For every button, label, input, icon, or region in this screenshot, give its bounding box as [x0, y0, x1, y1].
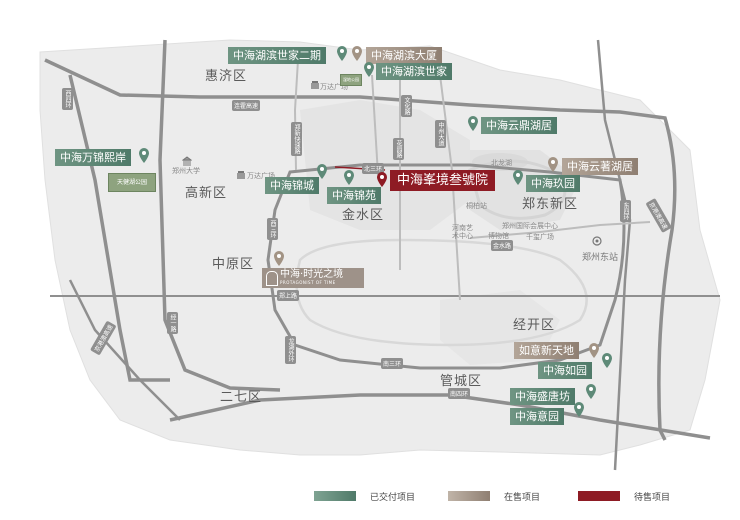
mall-icon — [237, 171, 245, 179]
district-zhengdong: 郑东新区 — [522, 197, 579, 212]
university-icon — [182, 156, 192, 166]
legend-swatch-delivered — [314, 491, 356, 501]
district-jinshui: 金水区 — [342, 208, 385, 223]
ring-road-outer-west — [68, 74, 170, 382]
place-zhengzhou-university: 郑州大学 — [172, 167, 200, 175]
jinshui-road — [469, 221, 651, 239]
train-station-icon — [592, 236, 602, 246]
park-tianjian: 天健湖公园 — [108, 173, 156, 192]
place-museum: 博物馆 — [488, 232, 509, 240]
place-beilong-lake: 北龙湖 — [491, 159, 512, 167]
project-jincheng[interactable]: 中海锦城 — [265, 177, 319, 194]
wenhua-road — [371, 74, 379, 176]
map-pin-icon[interactable] — [601, 353, 613, 368]
ring-road-3-west — [158, 39, 281, 392]
project-fengjing[interactable]: 中海峯境叁號院 — [390, 170, 496, 191]
place-qianxi: 千玺广场 — [526, 233, 554, 241]
map-pin-icon[interactable] — [512, 170, 524, 185]
legend-upcoming: 待售项目 — [578, 490, 671, 503]
map-pin-icon[interactable] — [351, 46, 363, 61]
project-wanjin[interactable]: 中海万锦熙岸 — [55, 149, 131, 166]
project-shiguang-slogan: PROTAGONIST OF TIME — [280, 280, 336, 285]
road-lianhuo: 连霍高速 — [232, 100, 261, 111]
project-jiuyuan[interactable]: 中海玖园 — [526, 175, 580, 192]
park-wetland: 湿地公园 — [340, 74, 362, 86]
legend-onsale: 在售项目 — [448, 490, 541, 503]
project-huibin-2[interactable]: 中海湖滨世家二期 — [228, 47, 326, 64]
legend-label-onsale: 在售项目 — [504, 492, 541, 503]
ring-road-outer — [44, 58, 677, 441]
map-pin-icon[interactable] — [138, 148, 150, 163]
legend-swatch-upcoming — [578, 491, 620, 501]
road-xisanhuan: 西三环 — [267, 218, 278, 240]
map-pin-icon[interactable] — [336, 46, 348, 61]
place-convention: 郑州国际会展中心 — [502, 222, 558, 230]
district-gaoxin: 高新区 — [185, 186, 228, 201]
map-pin-icon[interactable] — [376, 172, 388, 187]
map-pin-icon[interactable] — [343, 170, 355, 185]
legend-label-upcoming: 待售项目 — [634, 492, 671, 503]
road-beisanhuan: 北三环 — [362, 163, 385, 174]
road-jinshui: 金水路 — [491, 240, 514, 251]
road-west-connector: 郑新快速路 — [291, 122, 302, 156]
map-pin-icon[interactable] — [547, 157, 559, 172]
road-xisihuan: 西四环 — [62, 88, 73, 110]
road-wenhua: 文化路 — [401, 95, 412, 117]
project-huibin[interactable]: 中海湖滨世家 — [376, 63, 452, 80]
road-longhu: 龙湖外环 — [285, 336, 296, 364]
mall-icon — [311, 81, 319, 89]
road-nansihuan: 南四环 — [448, 388, 471, 399]
legend-label-delivered: 已交付项目 — [370, 492, 416, 503]
map-pin-icon[interactable] — [573, 402, 585, 417]
legend-swatch-onsale — [448, 491, 490, 501]
district-jingkai: 经开区 — [513, 318, 556, 333]
district-erqi: 二七区 — [220, 390, 263, 405]
road-nansanhuan: 南三环 — [381, 358, 404, 369]
map-pin-icon[interactable] — [316, 164, 328, 179]
place-wanda-north: 万达广场 — [320, 83, 348, 91]
place-tongzhi-station: 桐柏站 — [466, 202, 487, 210]
legend-delivered: 已交付项目 — [314, 490, 416, 503]
district-zhongyuan: 中原区 — [212, 257, 255, 272]
southwest-expressway — [68, 279, 181, 421]
road-zhengshang: 郑上路 — [277, 290, 300, 301]
district-guancheng: 管城区 — [440, 374, 483, 389]
district-huiji: 惠济区 — [205, 69, 248, 84]
project-ruyuan[interactable]: 中海如园 — [538, 362, 592, 379]
road-huayuan: 花园路 — [393, 138, 404, 160]
map-pin-icon[interactable] — [588, 343, 600, 358]
project-jinyuan[interactable]: 中海锦苑 — [327, 187, 381, 204]
road-zhongzhou: 中州大道 — [435, 120, 446, 148]
map-pin-icon[interactable] — [273, 251, 285, 266]
shiguang-logo-icon — [266, 271, 278, 286]
place-henan-art: 河南艺术中心 — [452, 224, 473, 240]
map-pin-icon[interactable] — [467, 116, 479, 131]
place-zhengzhou-east: 郑州东站 — [582, 253, 619, 263]
project-shengtang[interactable]: 中海盛唐坊 — [510, 388, 575, 405]
longhu-ring — [468, 159, 567, 220]
project-huibin-dasha[interactable]: 中海湖滨大厦 — [366, 47, 442, 64]
place-wanda-west: 万达广场 — [247, 172, 275, 180]
map-pin-icon[interactable] — [363, 62, 375, 77]
project-yiyuan[interactable]: 中海意园 — [510, 408, 564, 425]
project-shiguang-name: 中海·时光之境 — [280, 269, 344, 280]
road-jingyi: 经一路 — [167, 312, 178, 334]
project-shiguang[interactable]: 中海·时光之境 PROTAGONIST OF TIME — [262, 268, 364, 288]
project-yunding[interactable]: 中海云鼎湖居 — [481, 117, 557, 134]
road-dongsihuan: 东四环 — [620, 200, 631, 222]
map-pin-icon[interactable] — [585, 384, 597, 399]
project-ruyi-xintiandi[interactable]: 如意新天地 — [514, 342, 579, 359]
project-yunzhu[interactable]: 中海云著湖居 — [562, 158, 638, 175]
